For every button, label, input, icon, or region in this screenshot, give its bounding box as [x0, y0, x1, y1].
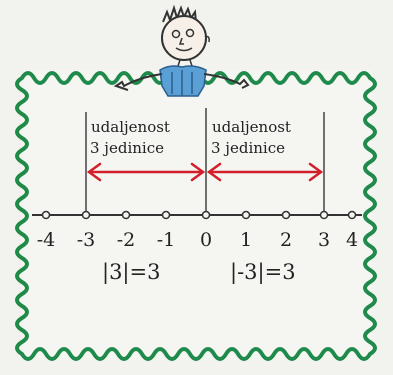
- tick--1: [161, 210, 171, 220]
- left-equation: |3|=3: [102, 260, 160, 285]
- ear: [204, 35, 210, 43]
- tick-label--3: -3: [77, 229, 96, 251]
- tick-1: [241, 210, 251, 220]
- head: [161, 15, 207, 61]
- nose: [178, 37, 184, 45]
- tick-label--2: -2: [117, 229, 136, 251]
- tick-3: [319, 210, 329, 220]
- left-arm: [113, 73, 163, 91]
- right-arm: [203, 73, 250, 89]
- right-eye: [185, 28, 195, 38]
- tick--3: [81, 210, 91, 220]
- tick-4: [347, 210, 357, 220]
- shirt: [159, 65, 207, 97]
- tick-label-0: 0: [200, 229, 212, 251]
- shirt-stripes: [171, 70, 193, 96]
- left-red-arrow: [86, 162, 206, 182]
- right-red-arrow: [206, 162, 324, 182]
- hair: [162, 4, 197, 23]
- tick-label--4: -4: [37, 229, 56, 251]
- tick--4: [41, 210, 51, 220]
- tick-0: [201, 210, 211, 220]
- left-distance-label-line2: 3 jedinice: [90, 139, 164, 157]
- neck: [177, 59, 193, 67]
- right-equation: |-3|=3: [230, 260, 296, 285]
- left-eye: [171, 29, 181, 39]
- tick-label-4: 4: [346, 229, 358, 251]
- mouth: [175, 47, 193, 52]
- tick-label-3: 3: [318, 229, 330, 251]
- tick-label-1: 1: [240, 229, 252, 251]
- boy-character: [113, 4, 250, 97]
- number-line-ticks: [41, 210, 357, 220]
- right-distance-label-line2: 3 jedinice: [211, 139, 285, 157]
- tick-label--1: -1: [157, 229, 176, 251]
- wavy-frame: [15, 71, 377, 361]
- left-distance-label-line1: udaljenost: [91, 118, 170, 136]
- tick--2: [121, 210, 131, 220]
- tick-2: [281, 210, 291, 220]
- tick-label-2: 2: [280, 229, 292, 251]
- right-distance-label-line1: udaljenost: [212, 118, 291, 136]
